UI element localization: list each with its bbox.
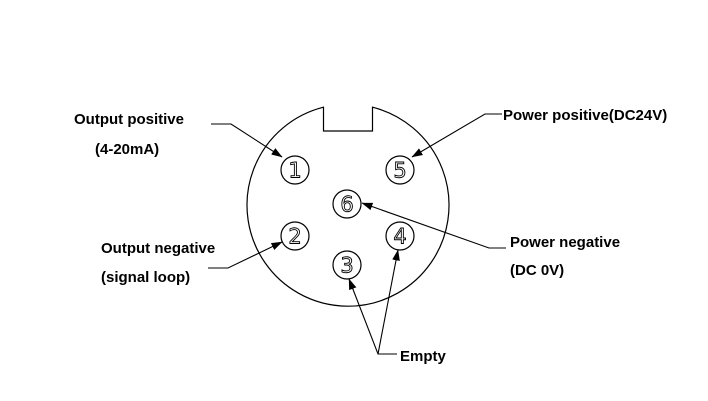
pin-5-number: 5 [393,159,406,183]
pin-3-number: 3 [340,254,353,278]
leader-power-negative [361,202,506,249]
pin-1-number: 1 [288,159,301,183]
leader-output-negative [208,241,283,269]
pin-3-circle [332,250,362,280]
pin-6-number: 6 [340,193,353,217]
pin-2-circle [280,221,310,251]
label-power-positive: Power positive(DC24V) [503,107,667,124]
label-output-negative: Output negative [101,240,215,257]
label-output-positive: Output positive [74,111,184,128]
pin-6-circle [332,189,362,219]
pin-4-circle [385,221,415,251]
label-output-positive-range: (4-20mA) [95,141,159,158]
leader-power-positive [411,113,502,158]
label-empty: Empty [400,348,447,365]
label-output-negative-note: (signal loop) [101,269,190,286]
label-power-negative: Power negative [510,234,620,251]
leader-output-positive [211,123,283,158]
pin-5-circle [385,155,415,185]
pin-2-number: 2 [288,225,301,249]
leader-empty-pin-4 [377,249,400,355]
label-power-negative-voltage: (DC 0V) [510,262,564,279]
pin-1-circle [280,155,310,185]
pin-4-number: 4 [393,225,406,249]
